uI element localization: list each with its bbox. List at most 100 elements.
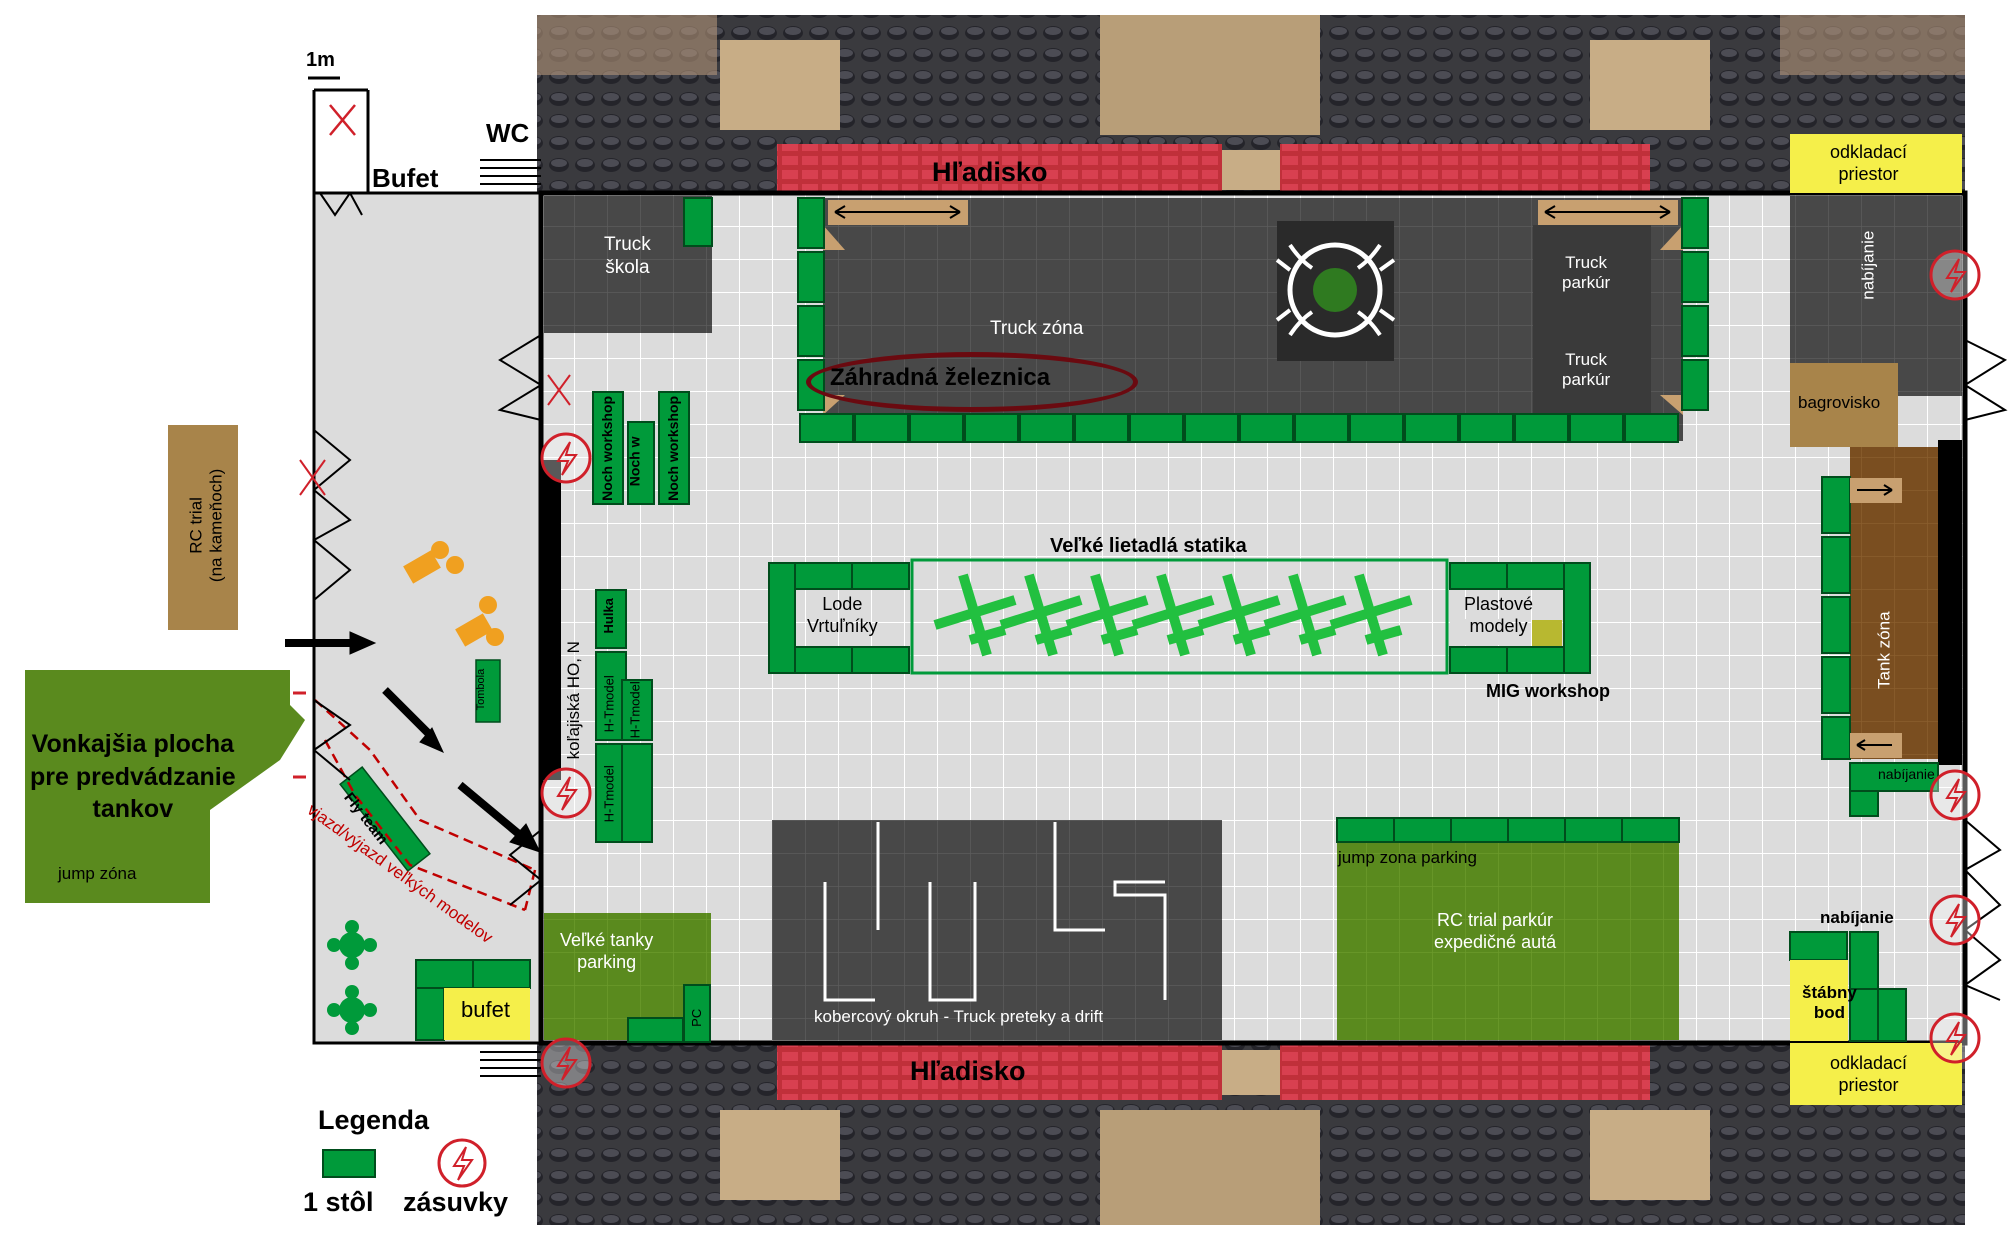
round-tables — [327, 920, 377, 1035]
nabijanie-bottom-label: nabíjanie — [1820, 908, 1894, 927]
table — [1294, 413, 1349, 443]
socket-icon — [1929, 769, 1981, 821]
truck-ramps — [823, 200, 1683, 415]
noch-w-label: Noch w — [626, 436, 643, 487]
plane-area — [910, 558, 1449, 675]
table — [1074, 413, 1129, 443]
socket-icon — [540, 432, 592, 484]
nabijanie-top-label: nabíjanie — [1858, 230, 1878, 300]
table — [1239, 413, 1294, 443]
plastove-tables — [1449, 562, 1591, 674]
noch-workshop-1-label: Noch workshop — [599, 395, 616, 501]
table — [1569, 413, 1624, 443]
socket-icon — [1929, 1012, 1981, 1064]
htmodel-3-label: H-Tmodel — [627, 681, 643, 739]
kobercovy-label: kobercový okruh - Truck preteky a drift — [814, 1007, 1104, 1026]
table — [1019, 413, 1074, 443]
vonkajsia-label: Vonkajšia plocha pre predvádzanie tankov — [30, 730, 236, 823]
roundabout — [1275, 221, 1396, 361]
kobercovy-track — [823, 822, 1167, 1002]
plastove-label: Plastové modely — [1464, 594, 1534, 636]
tombola-label: Tombola — [475, 668, 488, 711]
odkladaci-top-zone — [1790, 134, 1962, 193]
lode-label: Lode Vrtuľníky — [807, 594, 878, 636]
rc-trial-parkur-label: RC trial parkúr expedičné autá — [1434, 910, 1557, 952]
lobby — [312, 191, 543, 1045]
table — [854, 413, 909, 443]
tank-zone-tables — [1821, 476, 1939, 817]
hladisko-top-label: Hľadisko — [932, 157, 1048, 187]
odkladaci-top-label: odkladací priestor — [1830, 142, 1908, 184]
legend-table-swatch — [322, 1149, 376, 1178]
legend-table-label: 1 stôl — [303, 1187, 374, 1217]
truck-zona-label: Truck zóna — [990, 318, 1084, 339]
plane-model — [1065, 573, 1149, 657]
jump-zona-label: jump zóna — [58, 864, 137, 883]
plane-model — [1329, 573, 1413, 657]
legend-socket-icon — [437, 1138, 487, 1188]
jump-parking-label: jump zona parking — [1338, 848, 1477, 867]
bufet-top-label: Bufet — [372, 163, 439, 193]
noch-workshop-2-label: Noch workshop — [665, 395, 682, 501]
flyteam-table — [339, 765, 431, 873]
hladisko-bottom-label: Hľadisko — [910, 1056, 1026, 1086]
truck-zone-bottom-tables — [799, 413, 1679, 443]
truck-skola-label: Truck škola — [604, 234, 651, 278]
bufet-booth — [312, 88, 370, 193]
table — [1514, 413, 1569, 443]
stabny-label: štábny bod — [1802, 983, 1857, 1023]
table — [1459, 413, 1514, 443]
table — [1184, 413, 1239, 443]
zahradna-oval — [806, 352, 1138, 412]
socket-icon — [540, 1037, 592, 1089]
rc-trial-zone — [1337, 842, 1679, 1040]
truck-zone-tables — [683, 197, 1709, 411]
kolajiska-label: koľajiská HO, N — [563, 641, 583, 760]
closed-door-marks — [299, 374, 571, 496]
bagrovisko-label: bagrovisko — [1798, 393, 1881, 412]
truck-parkur-zone — [1533, 225, 1651, 420]
scale-label: 1m — [306, 49, 335, 71]
table — [909, 413, 964, 443]
right-top-zone — [1790, 196, 1962, 396]
bagrovisko-zone — [1790, 363, 1898, 447]
socket-icon — [1929, 894, 1981, 946]
doors — [312, 192, 2008, 1001]
black-wall-right — [1938, 440, 1962, 765]
table — [1129, 413, 1184, 443]
truck-parkur-1-label: Truck parkúr — [1562, 253, 1611, 293]
plane-models — [933, 573, 1413, 657]
wc-label: WC — [486, 118, 530, 148]
mig-label: MIG workshop — [1486, 681, 1611, 701]
stabny-tables — [1789, 931, 1907, 1042]
sockets — [540, 249, 1981, 1089]
bufet-zone — [444, 988, 530, 1040]
plane-model — [1131, 573, 1215, 657]
pc-label: PC — [689, 1008, 705, 1027]
socket-icon — [540, 767, 592, 819]
stabny-zone — [1790, 960, 1848, 1041]
wc-stairs — [480, 159, 541, 185]
outdoor-area — [25, 670, 305, 903]
bottom-stairs — [480, 1051, 541, 1077]
plane-model — [1263, 573, 1347, 657]
odkladaci-bottom-label: odkladací priestor — [1830, 1053, 1908, 1095]
lode-tables — [768, 562, 910, 674]
plane-model — [999, 573, 1083, 657]
legend-title: Legenda — [318, 1105, 430, 1135]
tombola-figures — [403, 541, 504, 647]
rc-trial-stones-zone — [168, 425, 238, 630]
noch-tables — [592, 391, 690, 505]
bufet-bottom-label: bufet — [461, 997, 510, 1022]
table — [964, 413, 1019, 443]
kobercovy-zone — [772, 820, 1222, 1040]
tombola-table — [475, 659, 501, 723]
velke-lietadla-label: Veľké lietadlá statika — [1050, 535, 1247, 557]
htmodel-2-label: H-Tmodel — [601, 765, 617, 823]
htmodel-1-label: H-Tmodel — [601, 675, 617, 733]
nabijanie-mid-label: nabíjanie — [1878, 766, 1935, 782]
plane-model — [933, 573, 1017, 657]
hulka-label: Hulka — [600, 598, 616, 634]
table — [799, 413, 854, 443]
